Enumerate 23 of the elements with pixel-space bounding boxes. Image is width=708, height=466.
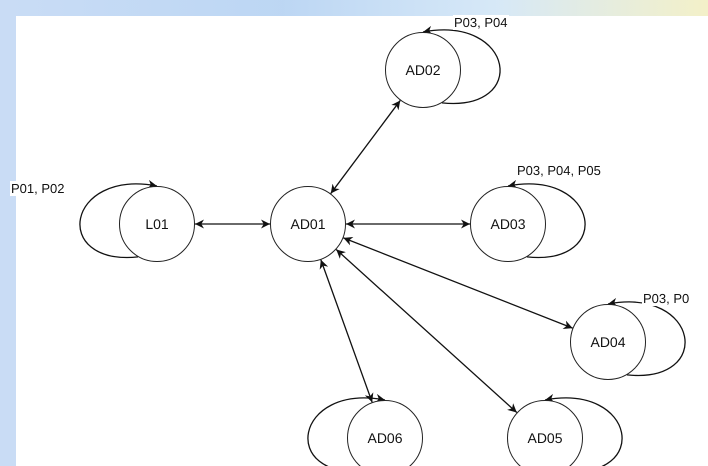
state-name: AD02: [404, 62, 442, 78]
self-loop-arrow: [422, 26, 500, 104]
self-loop-arrow: [608, 298, 686, 376]
state-name: AD04: [589, 334, 627, 350]
edge-label: P01, P02: [10, 181, 66, 196]
state-name: AD01: [289, 216, 327, 232]
arrow: [343, 237, 573, 329]
state-name: AD05: [526, 430, 564, 446]
arrow: [320, 260, 374, 402]
edge-label: P03, P0: [642, 291, 690, 306]
self-loop-arrow: [308, 394, 386, 466]
state-name: L01: [144, 216, 170, 232]
arrow: [336, 248, 518, 414]
state-name: AD03: [489, 216, 527, 232]
state-name: AD06: [366, 430, 404, 446]
self-loop-arrow: [544, 394, 622, 466]
self-loop-arrow: [80, 180, 158, 258]
arrow: [330, 100, 401, 194]
arrow: [195, 220, 270, 228]
edge-label: P03, P04, P05: [516, 163, 602, 178]
self-loop-arrow: [508, 180, 586, 258]
edge-label: P03, P04: [453, 15, 508, 30]
arrow: [346, 220, 470, 228]
